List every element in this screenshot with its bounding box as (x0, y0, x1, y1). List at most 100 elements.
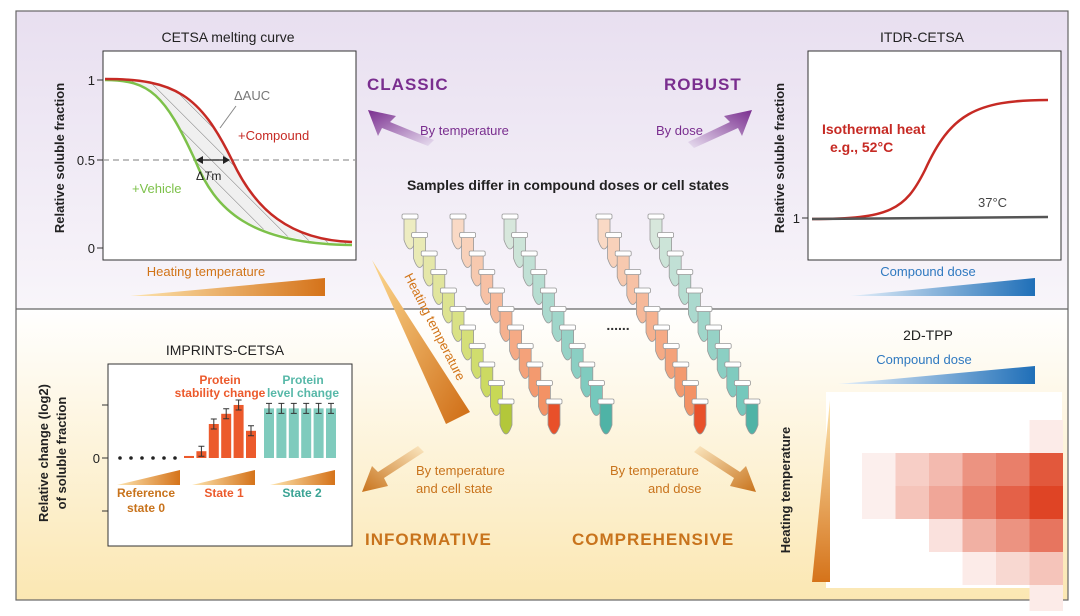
heatmap-cell (895, 453, 929, 486)
heatmap-cell (962, 486, 996, 519)
heating-gradient-wedge (130, 278, 325, 296)
reference-dot (162, 456, 166, 460)
stability-label-1: Protein (199, 373, 240, 387)
sample-tube (449, 306, 467, 342)
cetsa-tick-05: 0.5 (77, 153, 95, 168)
tpp-dose-label: Compound dose (876, 352, 971, 367)
heatmap-cell (962, 453, 996, 486)
sample-tube (568, 343, 586, 379)
sample-tube (520, 250, 538, 287)
sample-tube (459, 232, 477, 268)
heatmap-cell (996, 552, 1030, 585)
state1-bar (208, 424, 219, 458)
cetsa-tick-1: 1 (88, 73, 95, 88)
state2-bar (264, 408, 274, 458)
level-label-2: level change (267, 386, 339, 400)
error-bar (235, 399, 242, 411)
isothermal-label-2: e.g., 52°C (830, 139, 893, 155)
sample-tube (724, 361, 742, 398)
itdr-plot-frame (807, 50, 1062, 261)
sample-tube (676, 269, 694, 305)
state2-bar (313, 408, 324, 458)
compound-curve (104, 77, 353, 244)
dose-gradient-wedge (850, 278, 1035, 296)
sample-tube (420, 250, 438, 287)
outer-frame (15, 10, 1069, 601)
heatmap-cell (996, 453, 1030, 486)
error-bar (223, 408, 230, 420)
sample-tube (691, 398, 709, 435)
state1-bar (233, 404, 244, 458)
error-bar (198, 445, 205, 457)
delta-tm-label: ΔTm (196, 169, 221, 183)
cetsa-xlabel: Heating temperature (147, 264, 266, 279)
state2-bar (326, 408, 336, 458)
itdr-title: ITDR-CETSA (880, 29, 965, 45)
stability-label-2: stability change (175, 386, 266, 400)
heating-diagonal-wedge (372, 260, 470, 424)
by-temperature-label: By temperature (420, 123, 509, 138)
by-temp-dose-label-1: By temperature (610, 463, 699, 478)
tpp-dose-gradient (838, 366, 1035, 384)
sample-tube (497, 398, 515, 435)
tpp-temp-gradient (812, 400, 830, 582)
reference-dot (151, 456, 155, 460)
error-bar (303, 402, 310, 414)
state1-label: State 1 (204, 486, 244, 500)
reference-dot (129, 456, 133, 460)
state2-gradient (270, 470, 335, 485)
arrow-comprehensive-icon (694, 446, 756, 492)
by-temp-cell-label-2: and cell state (416, 481, 493, 496)
heatmap-cell (962, 552, 996, 585)
sample-tube (682, 380, 699, 416)
state2-bar (276, 408, 287, 458)
heatmap-cell (895, 486, 929, 519)
sample-tube (672, 361, 690, 398)
heatmap-cell (929, 453, 963, 486)
state1-bar (246, 430, 256, 458)
error-bar (266, 402, 272, 414)
error-bar (290, 402, 297, 414)
error-bar (278, 402, 285, 414)
sample-tube (545, 398, 563, 435)
itdr-xlabel: Compound dose (880, 264, 975, 279)
arrow-informative-icon (362, 446, 424, 492)
cetsa-ylabel: Relative soluble fraction (52, 83, 67, 233)
sample-tubes (401, 213, 761, 435)
imprints-ylabel-2: of soluble fraction (54, 397, 69, 510)
state2-bar (301, 408, 312, 458)
state1-bar (221, 413, 232, 458)
sample-tube (501, 213, 519, 250)
isothermal-label-1: Isothermal heat (822, 121, 926, 137)
state1-bar (184, 455, 194, 458)
level-label-1: Protein (282, 373, 323, 387)
heatmap-cell (1029, 519, 1063, 552)
heatmap-cell (1029, 552, 1063, 585)
ref-label-1: Reference (117, 486, 175, 500)
reference-dot (118, 456, 122, 460)
error-bar (315, 402, 322, 414)
sample-tube (634, 287, 651, 324)
samples-caption: Samples differ in compound doses or cell… (407, 177, 729, 193)
ref-label-2: state 0 (127, 501, 165, 515)
imprints-bars (118, 399, 336, 460)
heatmap-cell (1029, 585, 1063, 616)
sample-tube (605, 232, 622, 268)
sample-tube (597, 398, 615, 435)
imprints-tick-0: 0 (93, 451, 100, 466)
mode-informative: INFORMATIVE (365, 530, 492, 549)
sample-tube (511, 232, 529, 268)
error-bar (248, 425, 254, 437)
by-temp-cell-label-1: By temperature (416, 463, 505, 478)
vehicle-label: +Vehicle (132, 181, 182, 196)
compound-label: +Compound (238, 128, 309, 143)
temp-37-line (811, 215, 1049, 221)
heatmap-cell (996, 519, 1030, 552)
delta-auc-area (108, 80, 350, 244)
sample-tube (497, 306, 515, 342)
imprints-ylabel-1: Relative change (log2) (36, 384, 51, 522)
heatmap-cell (862, 453, 896, 486)
error-bar (328, 402, 334, 414)
imprints-cetsa-panel: IMPRINTS-CETSA Relative change (log2) of… (36, 342, 353, 547)
